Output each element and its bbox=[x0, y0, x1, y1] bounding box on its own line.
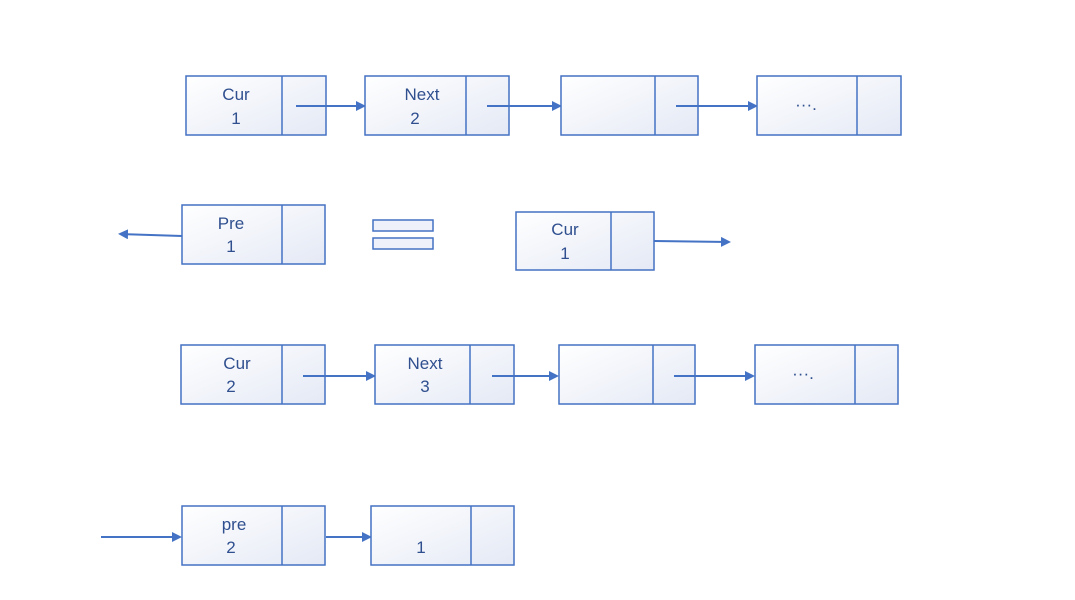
node-cur-2: Cur 2 bbox=[180, 344, 326, 405]
node-name: Next bbox=[408, 354, 443, 373]
node-value: 3 bbox=[420, 377, 429, 396]
arrow-right bbox=[653, 236, 731, 247]
node-name: Cur bbox=[223, 354, 251, 373]
node-value: 1 bbox=[231, 109, 240, 128]
node-name: pre bbox=[222, 515, 247, 534]
node-value-1: 1 bbox=[370, 505, 515, 566]
node-ellipsis: ···. bbox=[754, 344, 899, 405]
ellipsis-label: ···. bbox=[792, 364, 814, 383]
node-name: Cur bbox=[551, 220, 579, 239]
row-4-list: pre 2 1 bbox=[101, 505, 515, 566]
node-value: 1 bbox=[560, 244, 569, 263]
arrow-left bbox=[118, 229, 183, 240]
node-cur-1: Cur 1 bbox=[515, 211, 655, 271]
node-pre-2: pre 2 bbox=[181, 505, 326, 566]
equals-sign bbox=[372, 219, 434, 250]
node-name: Next bbox=[405, 85, 440, 104]
node-value: 2 bbox=[410, 109, 419, 128]
node-name: Cur bbox=[222, 85, 250, 104]
node-next-2: Next 2 bbox=[364, 75, 510, 136]
node-ellipsis: ···. bbox=[756, 75, 902, 136]
ellipsis-label: ···. bbox=[795, 95, 817, 114]
node-value: 1 bbox=[416, 538, 425, 557]
node-value: 2 bbox=[226, 377, 235, 396]
row-3-list: Cur 2 Next 3 ···. bbox=[180, 344, 899, 405]
node-name: Pre bbox=[218, 214, 244, 233]
node-pre-1: Pre 1 bbox=[181, 204, 326, 265]
node-empty bbox=[558, 344, 696, 405]
row-2-equivalence: Pre 1 Cur 1 bbox=[118, 204, 731, 271]
row-1-list: Cur 1 Next 2 ···. bbox=[185, 75, 902, 136]
node-next-3: Next 3 bbox=[374, 344, 515, 405]
node-value: 2 bbox=[226, 538, 235, 557]
node-value: 1 bbox=[226, 237, 235, 256]
